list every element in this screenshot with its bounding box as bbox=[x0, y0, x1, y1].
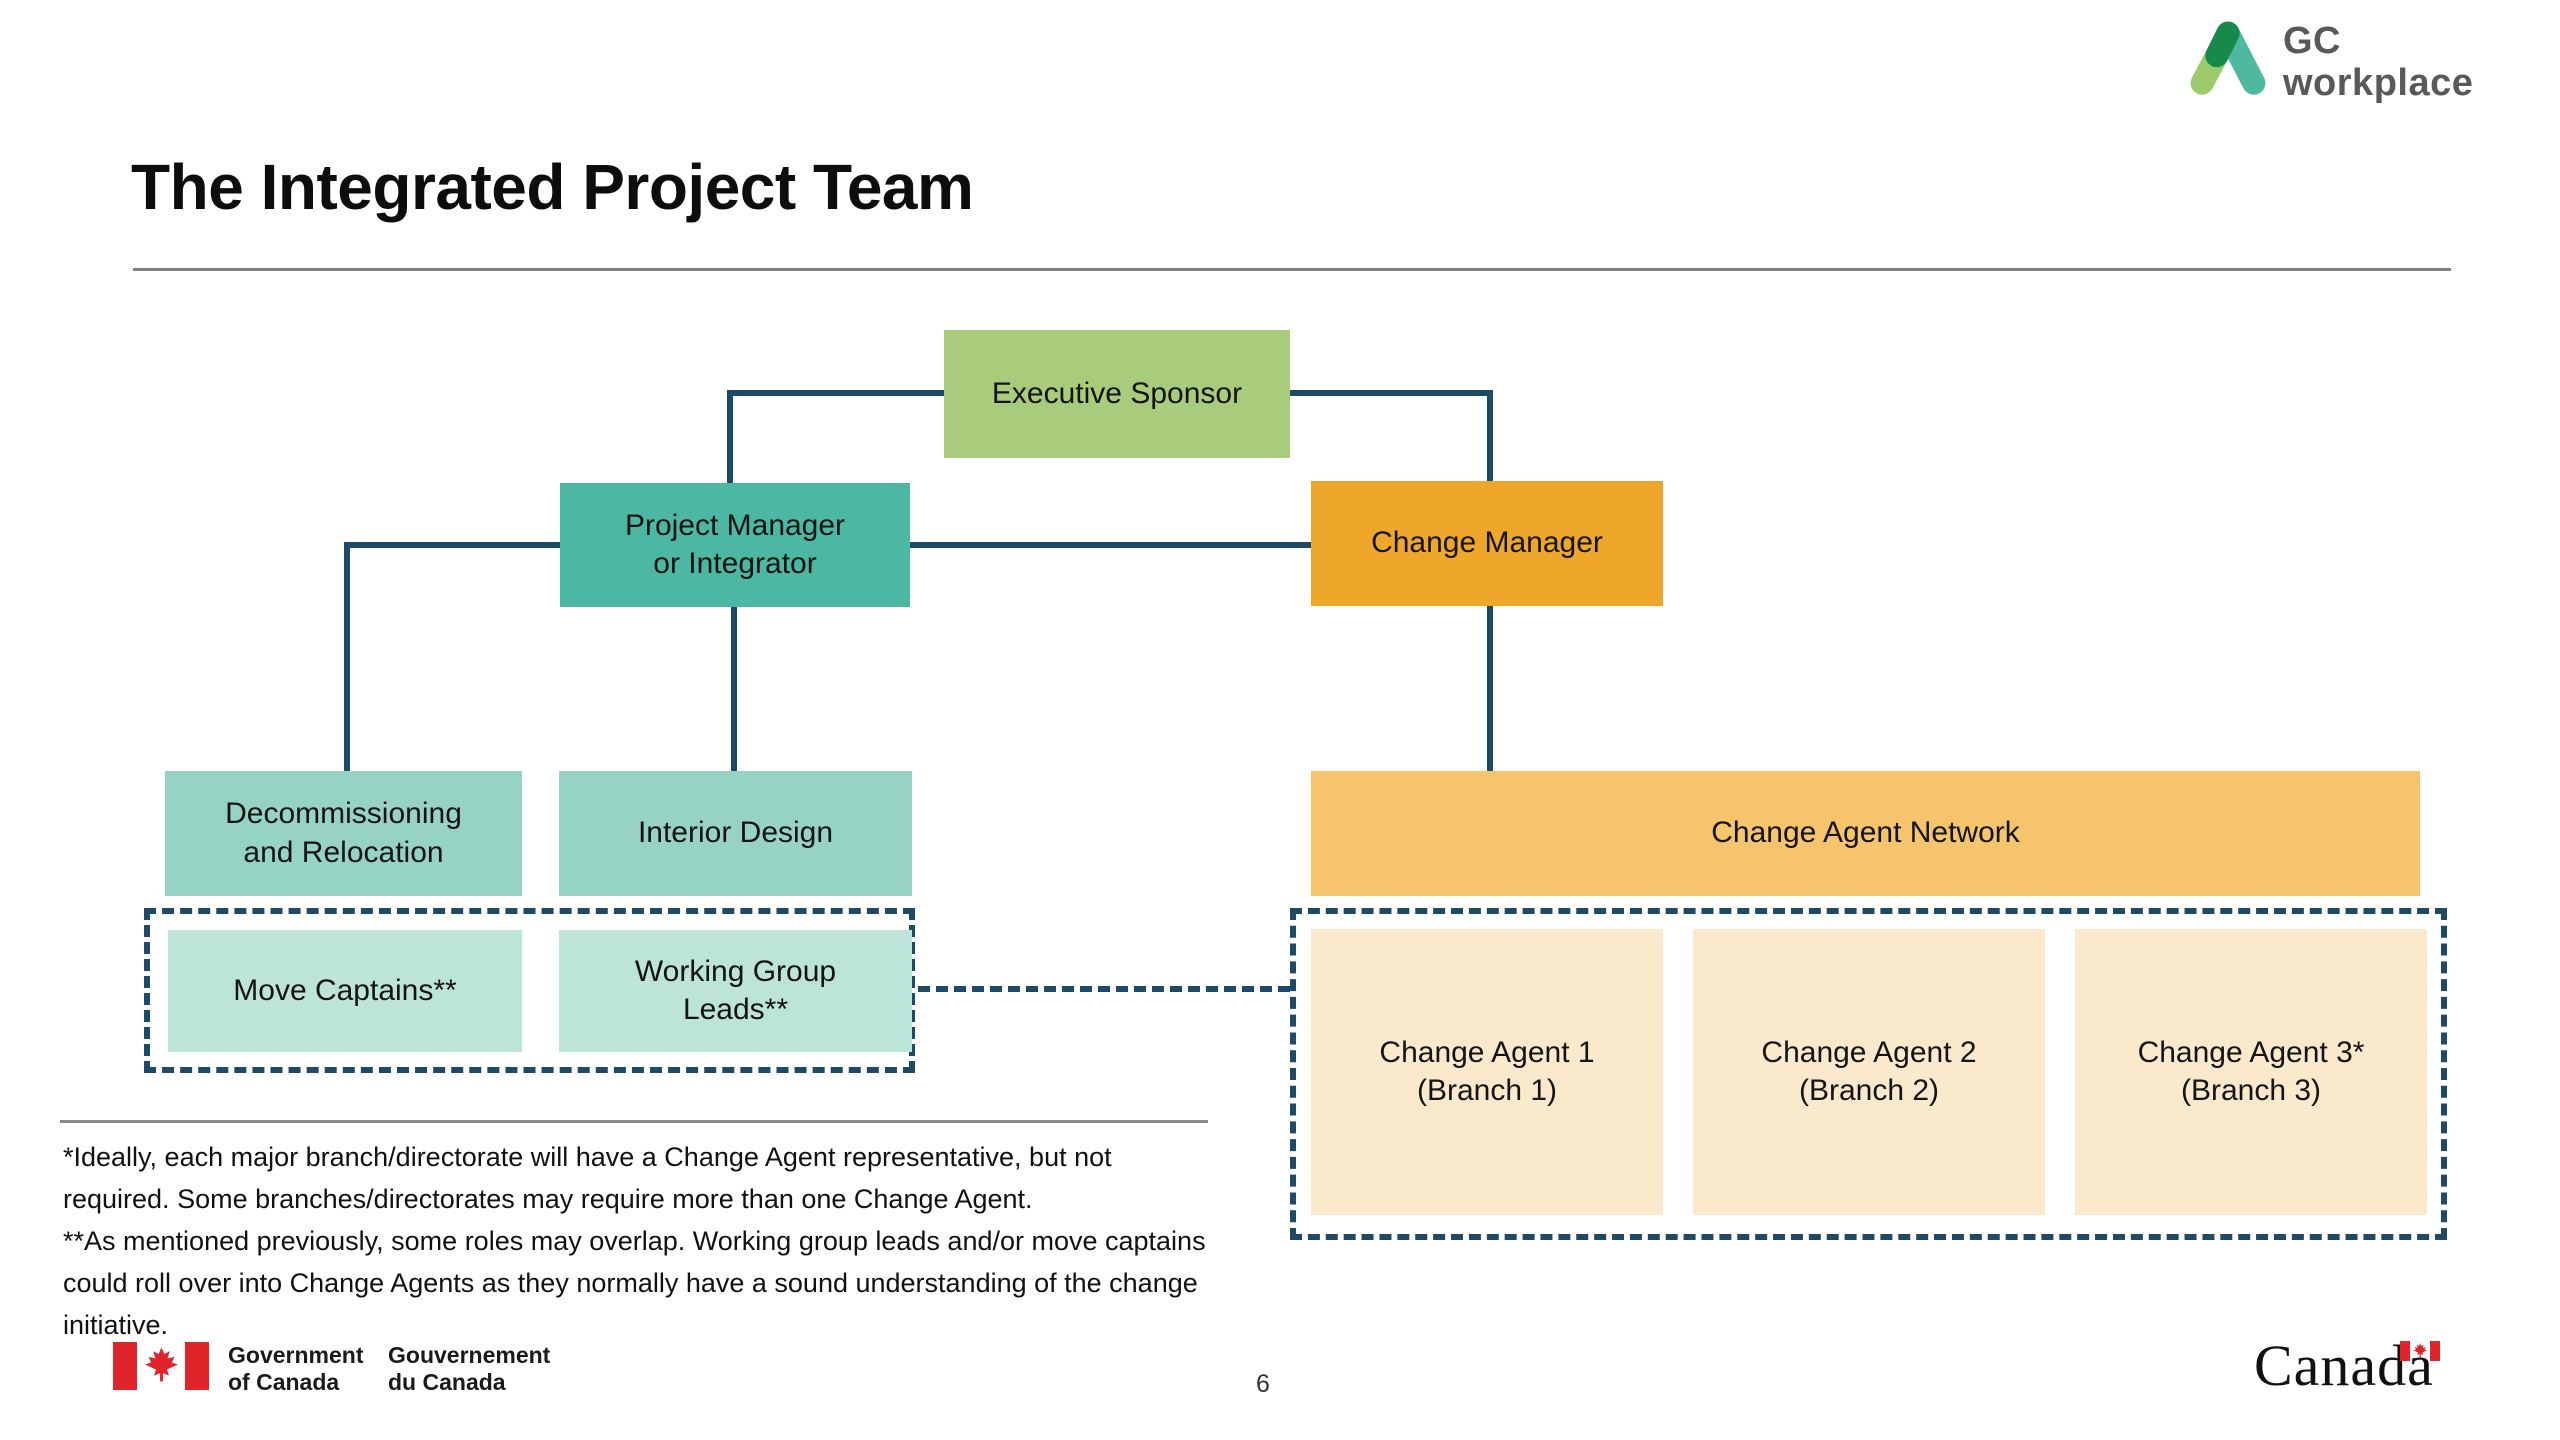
footnotes: *Ideally, each major branch/directorate … bbox=[63, 1136, 1213, 1346]
gc-workplace-logo-line2: workplace bbox=[2283, 62, 2474, 104]
connector-sponsor-to-cm-vertical bbox=[1487, 390, 1493, 481]
connector-sponsor-to-pm-vertical bbox=[727, 390, 733, 483]
government-of-canada-text-en: Government of Canada bbox=[228, 1342, 364, 1395]
connector-pm-to-cm bbox=[910, 542, 1311, 548]
page-title: The Integrated Project Team bbox=[131, 151, 974, 223]
footnote-divider bbox=[60, 1120, 1208, 1123]
footnote-2: **As mentioned previously, some roles ma… bbox=[63, 1226, 1206, 1340]
dashed-group-move-captains-working-leads bbox=[144, 908, 915, 1073]
page-number: 6 bbox=[1256, 1370, 1270, 1398]
canada-wordmark-flag-icon bbox=[2400, 1341, 2440, 1361]
node-change-agent-2: Change Agent 2 (Branch 2) bbox=[1693, 929, 2045, 1215]
gc-workplace-logo-icon bbox=[2190, 21, 2266, 95]
dashed-group-change-agents bbox=[1290, 908, 2447, 1240]
node-change-agent-1: Change Agent 1 (Branch 1) bbox=[1311, 929, 1663, 1215]
gc-workplace-logo-text: GC workplace bbox=[2283, 20, 2473, 104]
node-change-agent-network: Change Agent Network bbox=[1311, 771, 2420, 896]
connector-cm-to-change-agent-network bbox=[1487, 606, 1493, 771]
node-interior-design: Interior Design bbox=[559, 771, 912, 896]
canada-flag-icon bbox=[113, 1342, 209, 1390]
node-executive-sponsor: Executive Sponsor bbox=[944, 330, 1290, 458]
connector-pm-to-interior-design bbox=[731, 607, 737, 771]
node-decommissioning-relocation: Decommissioning and Relocation bbox=[165, 771, 522, 896]
dashed-connector-leads-to-agents bbox=[918, 986, 1290, 992]
node-move-captains: Move Captains** bbox=[168, 930, 522, 1052]
title-divider bbox=[133, 268, 2451, 271]
connector-sponsor-to-cm-horizontal bbox=[1290, 390, 1493, 396]
node-change-manager: Change Manager bbox=[1311, 481, 1663, 606]
node-working-group-leads: Working Group Leads** bbox=[559, 930, 912, 1052]
connector-sponsor-to-pm-horizontal bbox=[727, 390, 944, 396]
gc-workplace-logo: GC workplace bbox=[2185, 14, 2485, 110]
gc-workplace-logo-line1: GC bbox=[2283, 20, 2341, 62]
node-project-manager: Project Manager or Integrator bbox=[560, 483, 910, 607]
government-of-canada-text-fr: Gouvernement du Canada bbox=[388, 1342, 551, 1395]
canada-wordmark: Canada bbox=[2254, 1332, 2440, 1399]
connector-pm-to-decommissioning-horizontal bbox=[344, 542, 560, 548]
footnote-1: *Ideally, each major branch/directorate … bbox=[63, 1142, 1112, 1214]
connector-pm-to-decommissioning-vertical bbox=[344, 542, 350, 771]
node-change-agent-3: Change Agent 3* (Branch 3) bbox=[2075, 929, 2427, 1215]
